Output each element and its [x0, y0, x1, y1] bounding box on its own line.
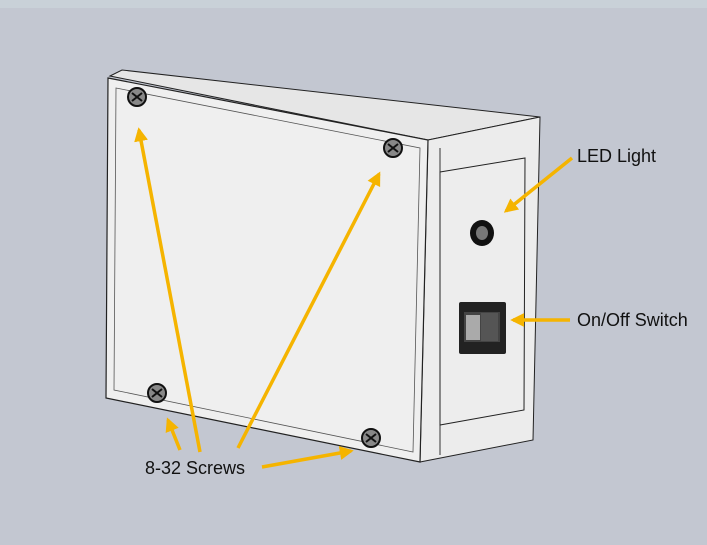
- led-light-label: LED Light: [577, 146, 657, 166]
- on-off-switch-label: On/Off Switch: [577, 310, 688, 330]
- screw-icon: [361, 428, 381, 448]
- arrow-screw-bottom-left: [165, 417, 182, 451]
- screw-icon: [147, 383, 167, 403]
- top-strip: [0, 0, 707, 8]
- screw-icon: [127, 87, 147, 107]
- arrow-screw-bottom-right: [261, 446, 354, 469]
- screws-label: 8-32 Screws: [145, 458, 246, 478]
- arrow-led: [503, 156, 574, 213]
- enclosure-front-face: [105, 77, 429, 463]
- arrow-screw-top-left: [134, 127, 202, 453]
- rocker-switch-icon: [459, 302, 506, 354]
- led-light-icon: [470, 220, 494, 246]
- screw-icon: [383, 138, 403, 158]
- arrow-screw-top-right: [236, 171, 381, 449]
- side-panel: [439, 157, 526, 426]
